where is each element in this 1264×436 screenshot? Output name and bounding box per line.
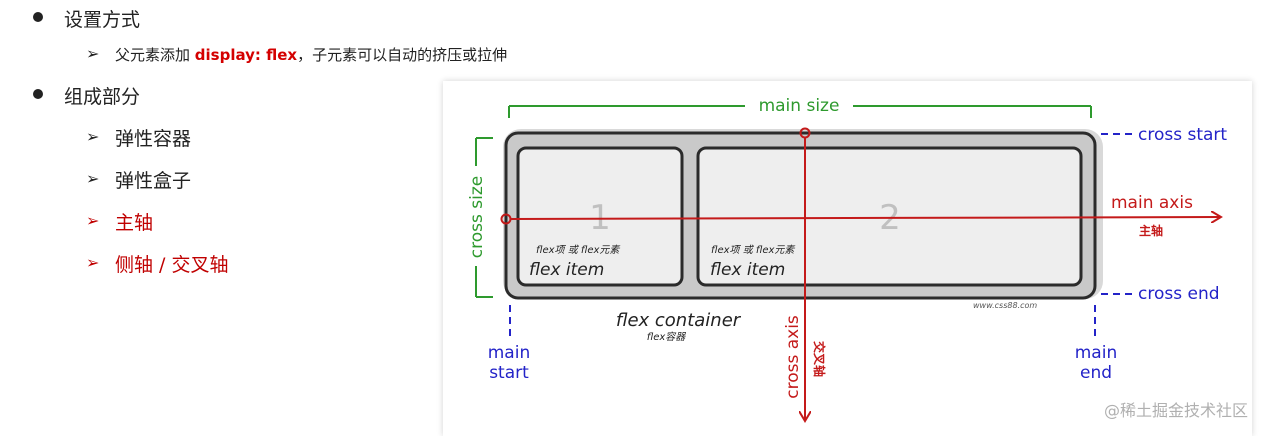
container-label: flex container — [616, 310, 742, 331]
flex-item-1-box — [516, 146, 684, 287]
cross-start-label: cross start — [1138, 125, 1227, 145]
main-start-label-1: main — [488, 343, 530, 363]
main-axis-cn-label: 主轴 — [1139, 223, 1163, 238]
cross-size-label-bg — [463, 166, 489, 266]
main-end-label-2: end — [1080, 363, 1112, 383]
arrow-icon: ➢ — [86, 253, 100, 272]
flexbox-diagram-svg: 1 2 flex项 或 flex元素 flex item flex项 或 fle… — [463, 96, 1248, 436]
heading-setting: 设置方式 — [64, 9, 141, 31]
part-flex-item: 弹性盒子 — [115, 170, 192, 192]
arrow-icon: ➢ — [86, 127, 100, 146]
cross-axis-cn-label: 交叉轴 — [812, 341, 827, 377]
css88-watermark: www.css88.com — [973, 301, 1037, 310]
item-2-label: flex item — [710, 260, 785, 280]
cross-axis-origin — [799, 127, 811, 139]
container-cn-label: flex容器 — [647, 331, 687, 343]
setting-description: 父元素添加 display: flex，子元素可以自动的挤压或拉伸 — [115, 44, 507, 65]
arrow-icon: ➢ — [86, 169, 100, 188]
arrow-icon: ➢ — [86, 211, 100, 230]
main-end-label-1: main — [1075, 343, 1117, 363]
bullet-parts — [33, 89, 43, 99]
part-main-axis: 主轴 — [115, 212, 154, 234]
heading-parts: 组成部分 — [64, 86, 141, 108]
bullet-setting — [33, 12, 43, 22]
part-flex-container: 弹性容器 — [115, 128, 192, 150]
item-1-label: flex item — [529, 260, 604, 280]
arrow-icon: ➢ — [86, 44, 100, 63]
setting-suffix: ，子元素可以自动的挤压或拉伸 — [297, 46, 508, 64]
main-start-label-2: start — [489, 363, 529, 383]
part-cross-axis: 侧轴 / 交叉轴 — [115, 254, 229, 276]
juejin-watermark: @稀土掘金技术社区 — [1104, 401, 1248, 420]
main-size-label: main size — [759, 96, 840, 116]
main-axis-label: main axis — [1111, 193, 1193, 213]
cross-size-label: cross size — [467, 176, 487, 258]
cross-end-label: cross end — [1138, 284, 1220, 304]
item-2-cn-label: flex项 或 flex元素 — [711, 244, 795, 256]
main-axis-arrow — [509, 217, 1221, 219]
flexbox-diagram: 1 2 flex项 或 flex元素 flex item flex项 或 fle… — [443, 81, 1252, 436]
item-1-cn-label: flex项 或 flex元素 — [536, 244, 620, 256]
display-flex-keyword: display: flex — [194, 46, 298, 64]
setting-prefix: 父元素添加 — [115, 46, 195, 64]
cross-axis-label: cross axis — [783, 315, 803, 399]
